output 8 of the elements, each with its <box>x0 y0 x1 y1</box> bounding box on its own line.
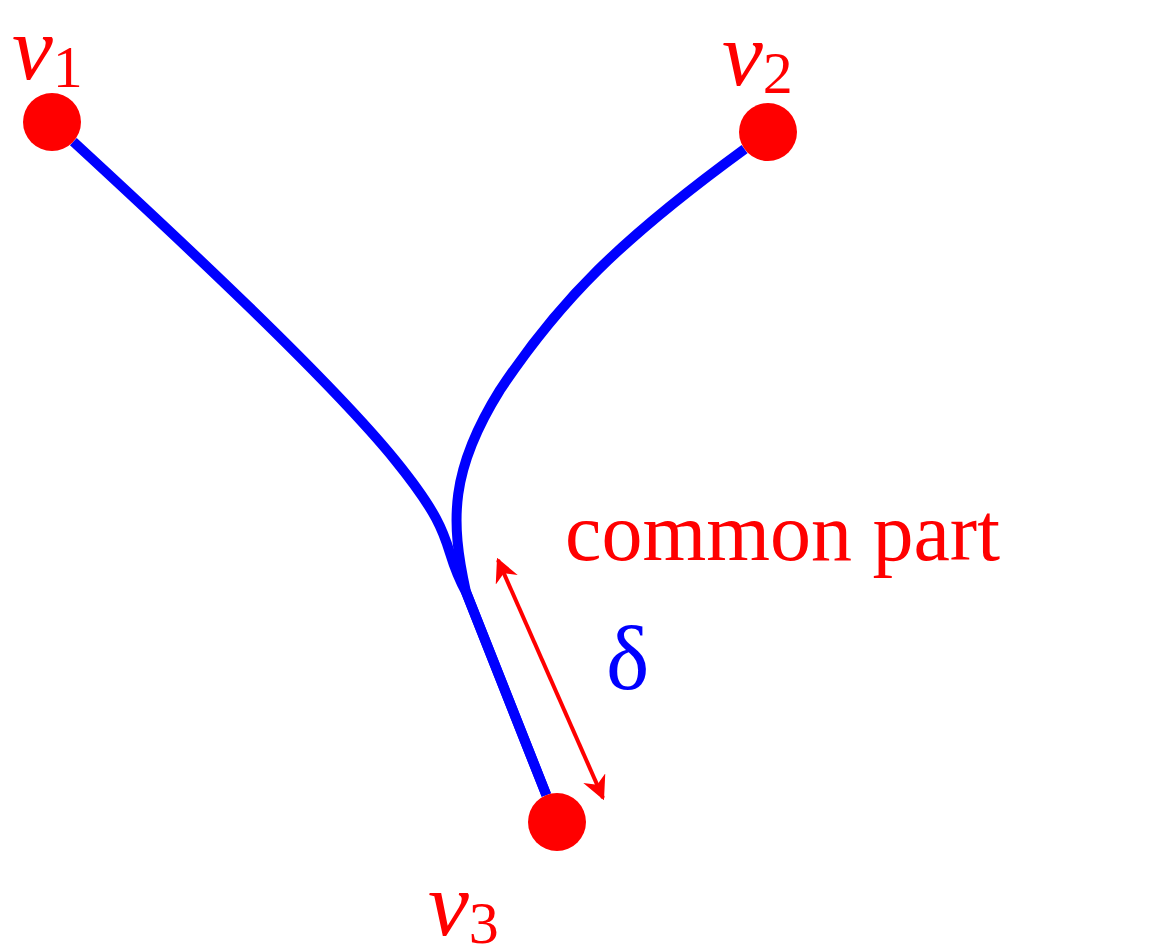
curve-line <box>451 145 748 797</box>
vertex-dot <box>739 103 797 161</box>
vertex-label: v$_{3}$ <box>428 858 499 950</box>
vertex-dot <box>23 93 81 151</box>
vertex-label: v$_{1}$ <box>12 2 83 94</box>
vertex-label: v$_{2}$ <box>722 8 793 100</box>
vertex-dot <box>528 793 586 851</box>
delta-symbol: δ <box>606 612 650 704</box>
